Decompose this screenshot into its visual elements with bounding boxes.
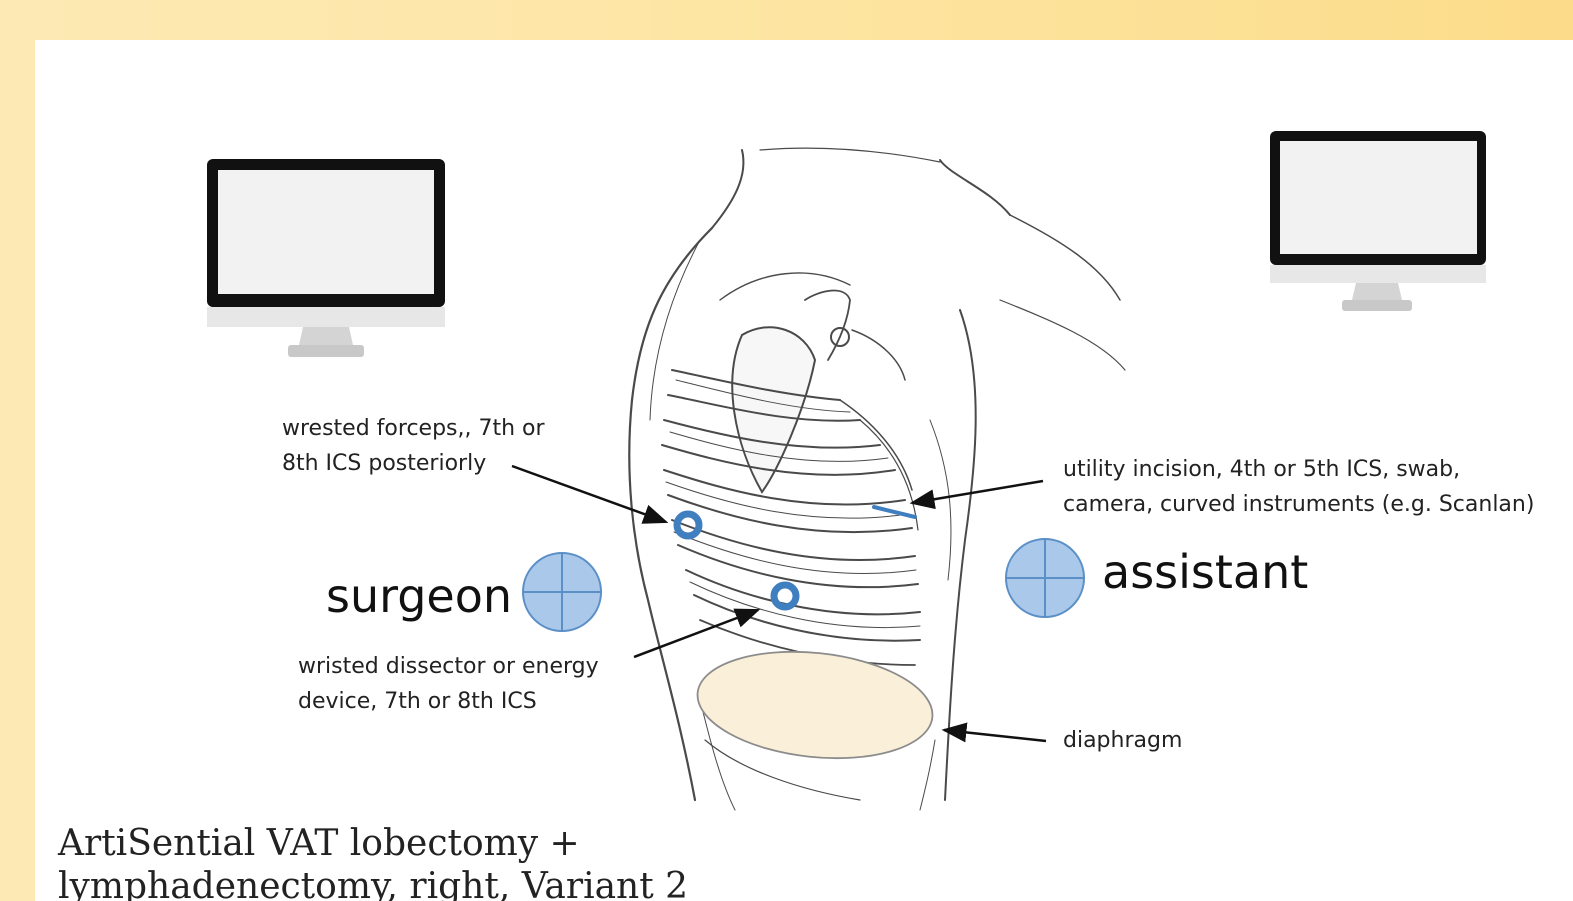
diaphragm-label-line: diaphragm xyxy=(1063,728,1182,753)
diaphragm-arrow xyxy=(944,730,1046,741)
port-icon xyxy=(774,585,796,607)
diagram-canvas: wrested forceps,, 7th or 8th ICS posteri… xyxy=(35,40,1573,901)
port-icon xyxy=(677,514,699,536)
forceps-arrow xyxy=(512,466,666,522)
diaphragm-label: diaphragm xyxy=(1063,728,1182,753)
assistant-label: assistant xyxy=(1102,545,1308,599)
utility-label-line: utility incision, 4th or 5th ICS, swab, xyxy=(1063,457,1460,482)
utility-label: utility incision, 4th or 5th ICS, swab, … xyxy=(1063,457,1534,517)
dissector-label: wristed dissector or energy device, 7th … xyxy=(298,654,606,714)
dissector-label-line: device, 7th or 8th ICS xyxy=(298,689,537,714)
diagram-title: ArtiSential VAT lobectomy + lymphadenect… xyxy=(57,823,688,901)
utility-label-line: camera, curved instruments (e.g. Scanlan… xyxy=(1063,492,1534,517)
diagram-svg: wrested forceps,, 7th or 8th ICS posteri… xyxy=(35,40,1573,901)
monitor-icon xyxy=(1270,131,1486,311)
diagram-title-line: lymphadenectomy, right, Variant 2 xyxy=(58,866,688,901)
monitor-icon xyxy=(207,159,445,357)
forceps-label-line: wrested forceps,, 7th or xyxy=(282,416,545,441)
crosshair-circle-icon xyxy=(1006,539,1084,617)
forceps-label: wrested forceps,, 7th or 8th ICS posteri… xyxy=(282,416,552,476)
utility-arrow xyxy=(912,481,1043,503)
surgeon-label: surgeon xyxy=(326,569,512,623)
dissector-label-line: wristed dissector or energy xyxy=(298,654,599,679)
diaphragm-region xyxy=(692,641,938,769)
crosshair-circle-icon xyxy=(523,553,601,631)
diagram-title-line: ArtiSential VAT lobectomy + xyxy=(57,823,580,864)
forceps-label-line: 8th ICS posteriorly xyxy=(282,451,486,476)
